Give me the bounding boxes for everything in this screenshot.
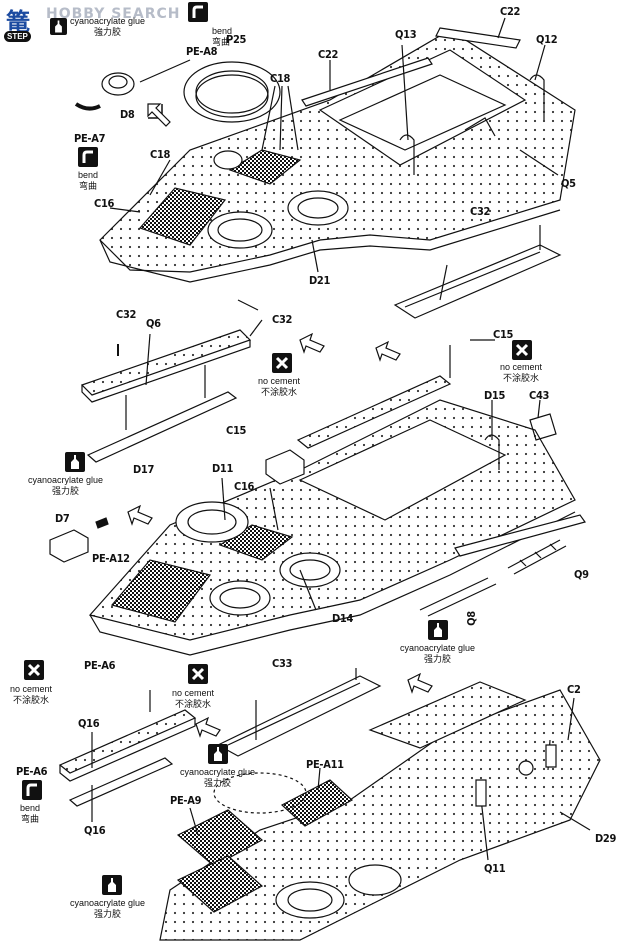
hull-top-assembly-2 [49,319,586,656]
note-no-cement: no cement 不涂胶水 [500,362,542,384]
part-label: Q12 [536,33,558,46]
part-label: D8 [120,108,135,121]
note-cyano-glue: cyanoacrylate glue 强力胶 [70,898,145,920]
note-zh: 不涂胶水 [175,699,212,709]
note-zh: 弯曲 [79,181,98,191]
note-zh: 不涂胶水 [13,695,50,705]
part-label: D29 [595,832,617,845]
part-label: PE-A9 [170,794,202,807]
note-en: bend [78,170,99,180]
glue-icon [208,744,228,764]
glue-icon [50,18,67,35]
note-zh: 弯曲 [212,37,231,47]
part-label: Q8 [464,611,478,626]
direction-arrows [127,103,433,738]
part-label: D11 [212,462,234,475]
part-label: Q11 [484,862,506,875]
part-label: D15 [484,389,506,402]
part-label: C18 [150,148,171,161]
part-label: C2 [567,683,581,696]
part-label: C22 [500,5,521,18]
part-label: Q5 [561,177,576,190]
part-label: C32 [272,313,293,326]
bend-icon [188,2,208,22]
part-label: PE-A12 [92,552,130,565]
watermark-logo: 篭 STEP [2,0,44,46]
note-no-cement: no cement 不涂胶水 [258,376,300,398]
part-label: Q6 [146,317,161,330]
step-badge: STEP [4,31,31,42]
part-label: C15 [226,424,247,437]
part-label: C16 [234,480,255,493]
glue-icon [65,452,85,472]
part-label: C33 [272,657,293,670]
part-label: C18 [270,72,291,85]
note-cyano-glue: cyanoacrylate glue 强力胶 [180,767,255,789]
note-zh: 不涂胶水 [503,373,540,383]
part-label: C15 [493,328,514,341]
glue-icon [428,620,448,640]
no-cement-icon [512,340,532,360]
note-en: no cement [10,684,53,694]
part-label: PE-A6 [84,659,116,672]
part-label: C16 [94,197,115,210]
note-en: no cement [500,362,543,372]
bend-icon [78,147,98,167]
note-en: cyanoacrylate glue [28,475,104,485]
part-label: P25 [226,33,247,46]
note-cyano-glue: cyanoacrylate glue 强力胶 [28,475,103,497]
glue-icon [102,875,122,895]
no-cement-icon [188,664,208,684]
watermark-site: HOBBY SEARCH [46,6,181,22]
part-label: PE-A7 [74,132,106,145]
note-zh: 强力胶 [204,778,232,788]
note-en: no cement [258,376,301,386]
part-label: C32 [116,308,137,321]
note-en: bend [212,26,233,36]
note-no-cement: no cement 不涂胶水 [172,688,214,710]
bend-icon [22,780,42,800]
part-label: PE-A8 [186,45,218,58]
note-zh: 弯曲 [21,814,40,824]
note-en: cyanoacrylate glue [400,643,476,653]
note-zh: 不涂胶水 [261,387,298,397]
note-no-cement: no cement 不涂胶水 [10,684,52,706]
note-zh: 强力胶 [52,486,80,496]
part-label: Q9 [574,568,589,581]
part-label: D14 [332,612,354,625]
note-cyano-glue: cyanoacrylate glue 强力胶 [400,643,475,665]
note-bend: bend 弯曲 [78,170,98,192]
part-label: C32 [470,205,491,218]
note-zh: 强力胶 [424,654,452,664]
note-en: cyanoacrylate glue [180,767,256,777]
hull-top-assembly-3 [58,668,601,941]
part-label: D21 [309,274,331,287]
note-bend: bend 弯曲 [20,803,40,825]
part-label: C43 [529,389,550,402]
note-zh: 强力胶 [94,909,122,919]
part-label: D7 [55,512,70,525]
note-zh: 強力胶 [94,27,122,37]
part-label: Q13 [395,28,417,41]
no-cement-icon [272,353,292,373]
note-en: cyanoacrylate glue [70,898,146,908]
part-label: C22 [318,48,339,61]
no-cement-icon [24,660,44,680]
part-label: Q16 [84,824,106,837]
part-label: D17 [133,463,155,476]
note-en: cyanoacrylate glue [70,16,146,26]
part-label: Q16 [78,717,100,730]
note-en: bend [20,803,41,813]
part-label: PE-A6 [16,765,48,778]
note-cyano-glue: cyanoacrylate glue 強力胶 [70,16,145,38]
note-bend: bend 弯曲 [212,26,232,48]
note-en: no cement [172,688,215,698]
hull-top-assembly-1 [74,17,576,319]
part-label: PE-A11 [306,758,344,771]
